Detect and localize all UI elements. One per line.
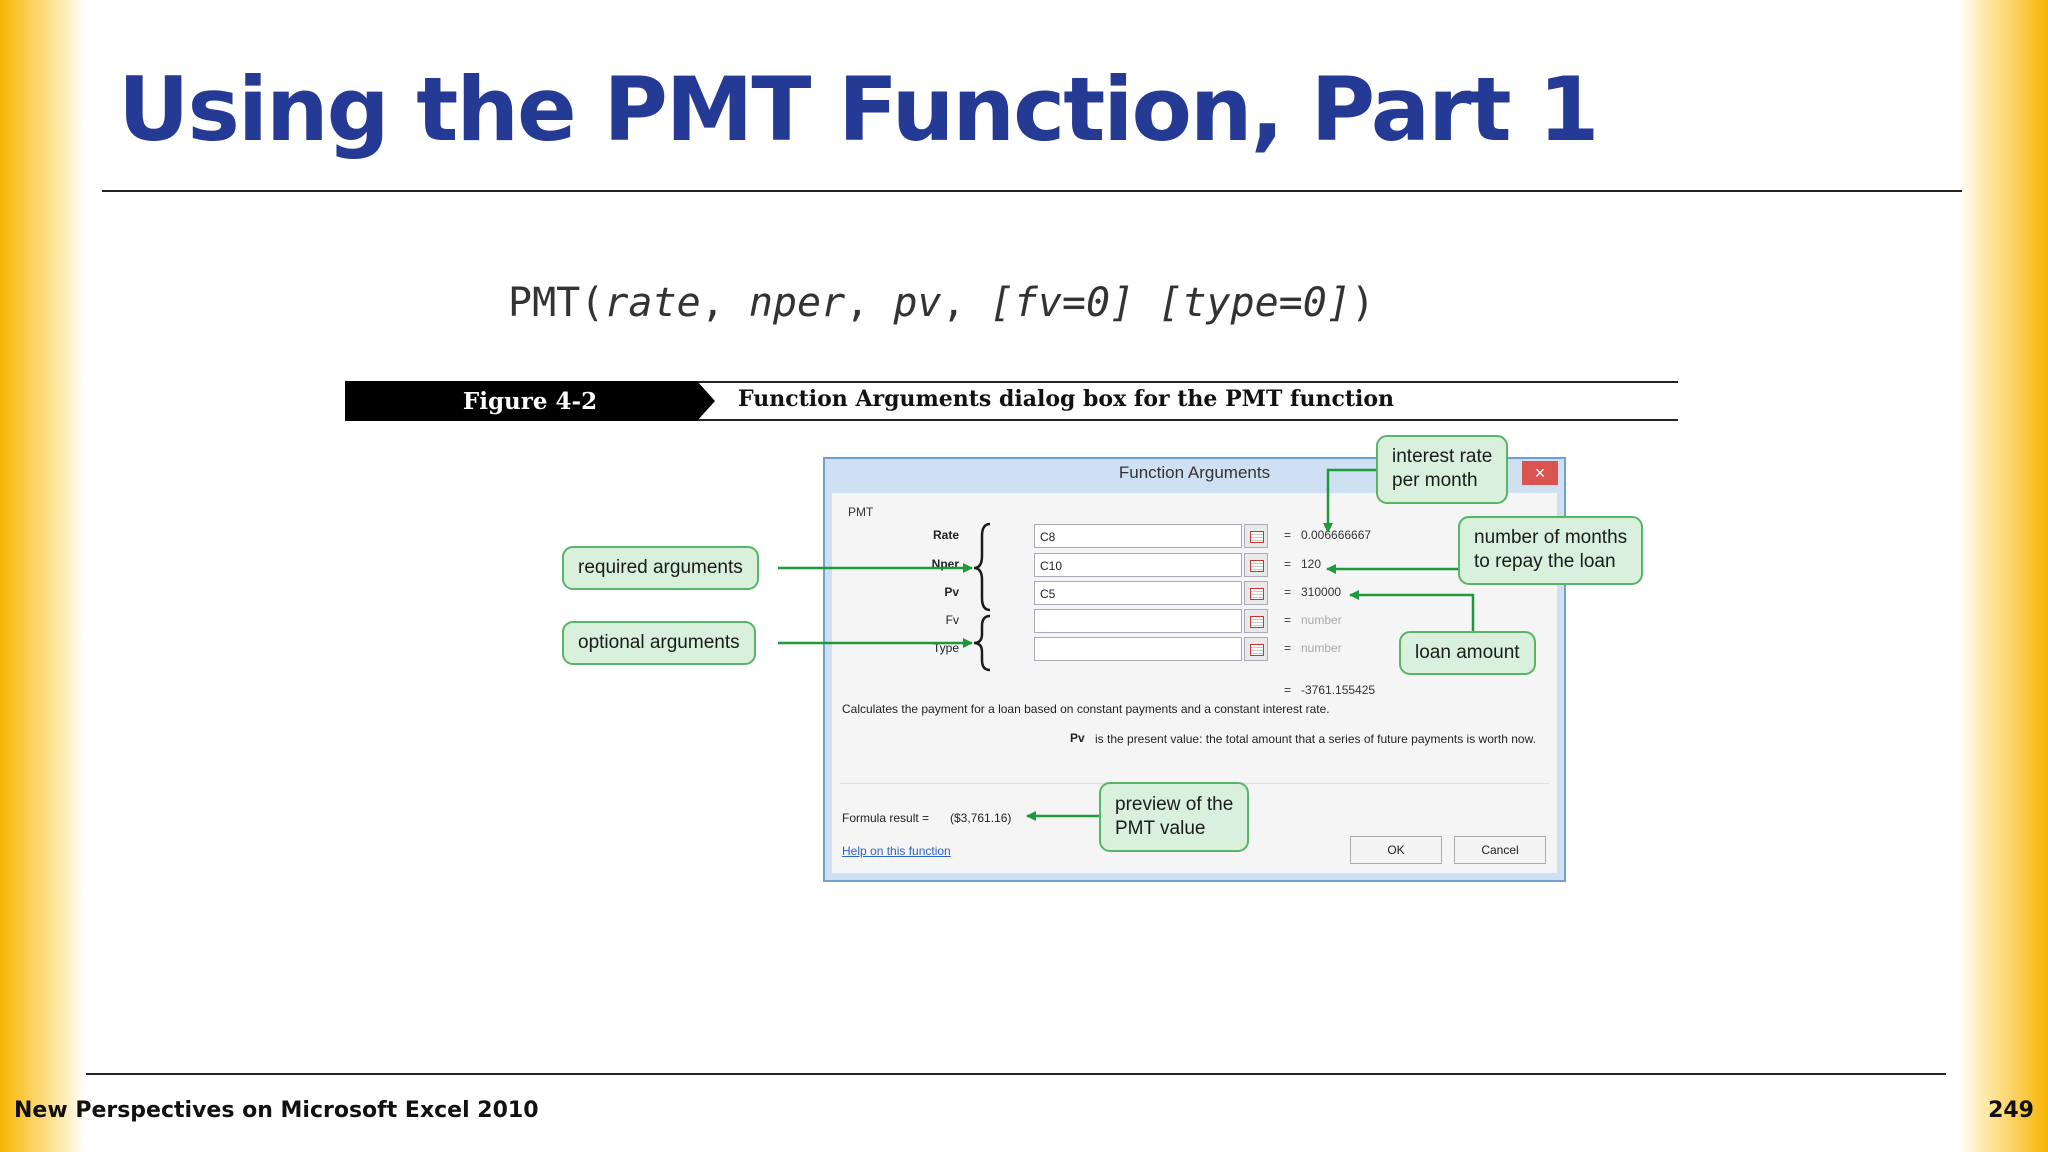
rate-input[interactable]: C8 [1034, 524, 1242, 548]
arg-label-rate: Rate [932, 528, 959, 542]
arg-row-fv: Fv = number [832, 609, 1557, 633]
figure-caption-bar: Figure 4-2 Function Arguments dialog box… [345, 381, 1678, 421]
syntax-sep: , [700, 280, 749, 326]
collapse-dialog-icon[interactable] [1244, 581, 1268, 605]
syntax-sep: , [845, 280, 894, 326]
arg-result-pv: 310000 [1301, 585, 1342, 599]
callout-text: per month [1392, 470, 1478, 491]
callout-optional-arguments: optional arguments [562, 621, 756, 665]
formula-result-label: Formula result = [842, 811, 930, 825]
equals-sign: = [1284, 528, 1292, 542]
callout-text: optional arguments [578, 632, 740, 653]
pmt-syntax: PMT(rate, nper, pv, [fv=0] [type=0]) [508, 280, 1375, 326]
left-edge-gradient [0, 0, 86, 1152]
callout-number-of-months: number of months to repay the loan [1458, 516, 1644, 585]
title-divider [102, 190, 1962, 192]
syntax-open: PMT( [508, 280, 605, 326]
pv-input[interactable]: C5 [1034, 581, 1242, 605]
arg-row-nper: Nper C10 = 120 [832, 553, 1557, 577]
nper-input[interactable]: C10 [1034, 553, 1242, 577]
arg-help-text: is the present value: the total amount t… [1095, 732, 1536, 746]
right-edge-gradient [1958, 0, 2048, 1152]
callout-text: PMT value [1115, 818, 1206, 839]
arg-result-rate: 0.006666667 [1301, 528, 1372, 542]
syntax-fv: [fv=0] [989, 280, 1135, 326]
callout-required-arguments: required arguments [562, 546, 759, 590]
arg-row-type: Type = number [832, 637, 1557, 661]
figure-label: Figure 4-2 [345, 381, 715, 421]
ok-button[interactable]: OK [1350, 836, 1442, 864]
callout-loan-amount: loan amount [1399, 631, 1536, 675]
type-input[interactable] [1034, 637, 1242, 661]
equals-sign: = [1284, 613, 1292, 627]
syntax-rate: rate [604, 280, 701, 326]
arg-help-name: Pv [1070, 731, 1085, 745]
equals-sign: = [1284, 557, 1292, 571]
collapse-dialog-icon[interactable] [1244, 524, 1268, 548]
arg-result-type: number [1301, 641, 1342, 655]
function-description: Calculates the payment for a loan based … [842, 702, 1330, 716]
footer-book-title: New Perspectives on Microsoft Excel 2010 [14, 1098, 539, 1123]
close-button[interactable]: × [1522, 461, 1558, 485]
arg-label-pv: Pv [944, 585, 959, 599]
callout-preview-pmt: preview of the PMT value [1099, 782, 1250, 852]
syntax-type: [type=0] [1158, 280, 1351, 326]
help-link[interactable]: Help on this function [842, 844, 951, 858]
callout-text: preview of the [1115, 794, 1234, 815]
function-group-label: PMT [848, 505, 874, 519]
arg-row-pv: Pv C5 = 310000 [832, 581, 1557, 605]
arg-label-nper: Nper [931, 557, 959, 571]
syntax-pv: pv [893, 280, 942, 326]
callout-text: loan amount [1415, 642, 1520, 663]
fv-input[interactable] [1034, 609, 1242, 633]
arg-label-type: Type [932, 641, 959, 655]
syntax-sep: , [941, 280, 990, 326]
dialog-title: Function Arguments [1118, 463, 1271, 482]
function-result: -3761.155425 [1301, 683, 1376, 697]
arg-row-rate: Rate C8 = 0.006666667 [832, 524, 1557, 548]
callout-text: number of months [1474, 527, 1628, 548]
syntax-nper: nper [748, 280, 846, 326]
callout-interest-rate: interest rate per month [1376, 435, 1509, 504]
callout-text: interest rate [1392, 446, 1493, 467]
collapse-dialog-icon[interactable] [1244, 553, 1268, 577]
equals-sign: = [1284, 585, 1292, 599]
arg-label-fv: Fv [945, 613, 959, 627]
formula-result-value: ($3,761.16) [950, 811, 1012, 825]
footer-divider [86, 1073, 1946, 1075]
figure-caption: Function Arguments dialog box for the PM… [738, 386, 1395, 412]
cancel-button[interactable]: Cancel [1454, 836, 1546, 864]
equals-sign: = [1284, 683, 1292, 697]
callout-text: required arguments [578, 557, 743, 578]
equals-sign: = [1284, 641, 1292, 655]
arg-result-nper: 120 [1301, 557, 1322, 571]
syntax-close: ) [1350, 280, 1376, 326]
arg-result-fv: number [1301, 613, 1342, 627]
callout-text: to repay the loan [1474, 551, 1616, 572]
slide-title: Using the PMT Function, Part 1 [118, 58, 1599, 161]
page-number: 249 [1988, 1098, 2034, 1123]
collapse-dialog-icon[interactable] [1244, 637, 1268, 661]
collapse-dialog-icon[interactable] [1244, 609, 1268, 633]
